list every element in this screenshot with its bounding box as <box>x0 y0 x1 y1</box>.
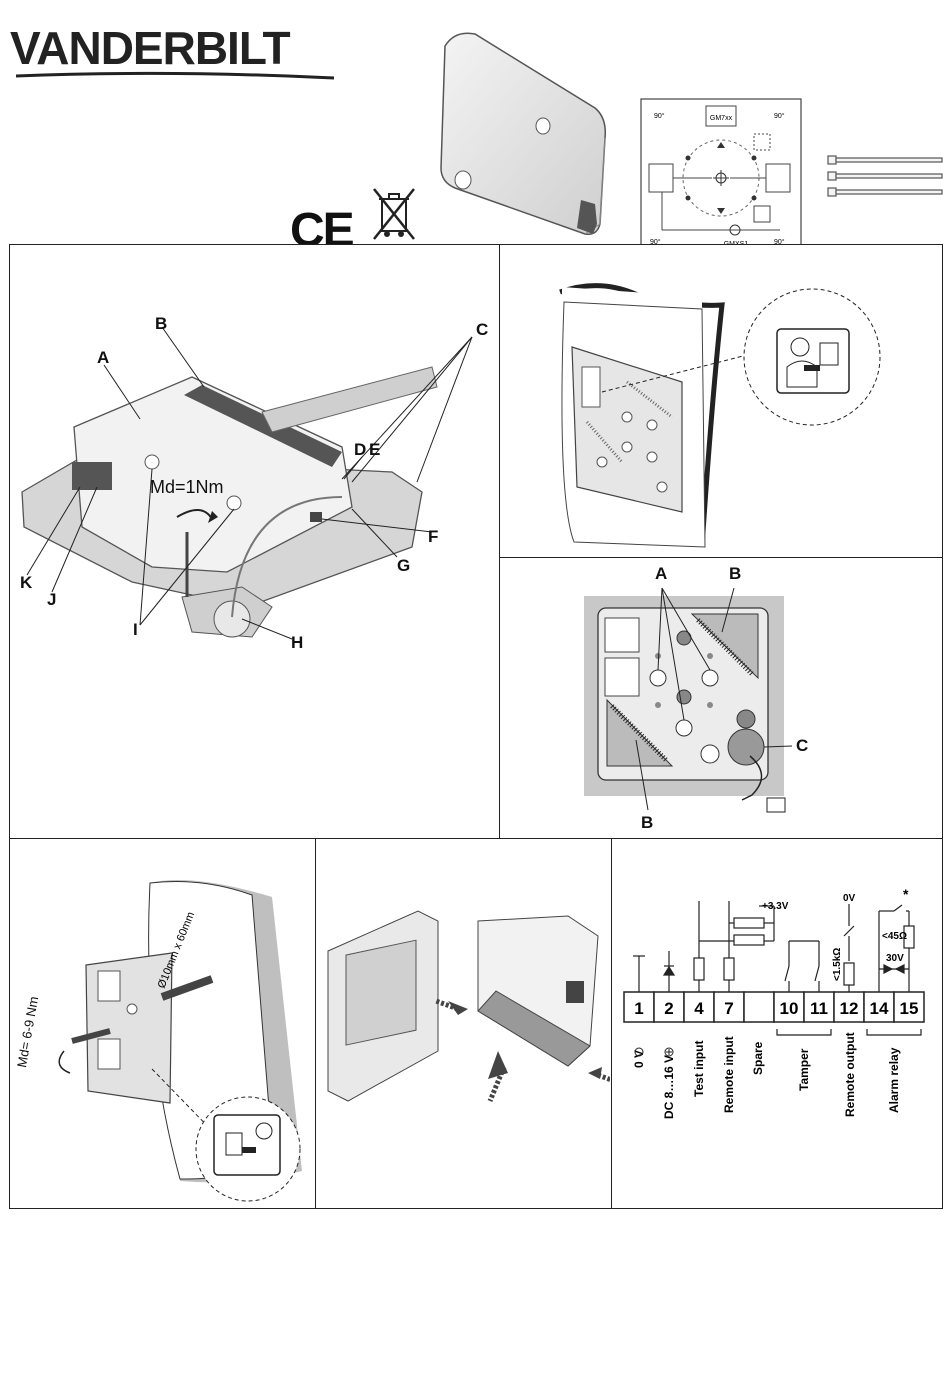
svg-text:Alarm relay: Alarm relay <box>887 1047 901 1113</box>
mounting-template-diagram: GM7xx GMXS1 90° 90° 90° 90° <box>640 98 802 256</box>
svg-text:30V: 30V <box>886 953 904 964</box>
housing-removal-drawing <box>318 841 610 1206</box>
svg-text:14: 14 <box>870 999 889 1018</box>
svg-text:<1.5kΩ: <1.5kΩ <box>832 948 843 981</box>
label-a-detail: A <box>655 564 667 584</box>
svg-text:12: 12 <box>840 999 859 1018</box>
svg-text:1: 1 <box>634 999 643 1018</box>
svg-text:+3.3V: +3.3V <box>762 901 789 912</box>
label-c: C <box>476 320 488 340</box>
label-b-detail-bottom: B <box>641 813 653 833</box>
label-h: H <box>291 633 303 653</box>
svg-text:GM7xx: GM7xx <box>710 115 733 122</box>
label-a: A <box>97 348 109 368</box>
svg-text:0 V: 0 V <box>632 1050 646 1068</box>
svg-text:<45Ω: <45Ω <box>882 931 907 942</box>
cable-ties-image <box>826 150 944 202</box>
exploded-view-drawing <box>12 247 498 837</box>
svg-text:Spare: Spare <box>751 1041 765 1075</box>
vanderbilt-logo: VANDERBILT <box>8 12 338 84</box>
label-g: G <box>397 556 410 576</box>
svg-text:VANDERBILT: VANDERBILT <box>10 22 291 74</box>
svg-text:*: * <box>903 886 909 902</box>
label-e: E <box>369 440 380 460</box>
svg-text:90°: 90° <box>774 112 785 120</box>
svg-text:Tamper: Tamper <box>797 1048 811 1091</box>
svg-text:15: 15 <box>900 999 919 1018</box>
drilling-drawing: Ø10mm x 60mm <box>12 841 314 1206</box>
label-d: D <box>354 440 366 460</box>
label-j: J <box>47 590 56 610</box>
svg-text:11: 11 <box>810 999 828 1018</box>
label-f: F <box>428 527 438 547</box>
svg-text:Test input: Test input <box>692 1041 706 1097</box>
torque-label: Md=1Nm <box>150 477 224 498</box>
svg-text:Remote output: Remote output <box>843 1032 857 1117</box>
label-c-detail: C <box>796 736 808 756</box>
svg-text:DC 8…16 V: DC 8…16 V <box>662 1055 676 1119</box>
label-k: K <box>20 573 32 593</box>
wiring-diagram: 1 2 4 7 10 11 12 14 15 <box>614 841 940 1206</box>
wall-plate-drawing <box>502 247 940 556</box>
plate-detail-drawing <box>502 560 940 837</box>
svg-text:7: 7 <box>724 999 733 1018</box>
svg-text:4: 4 <box>694 999 704 1018</box>
svg-text:10: 10 <box>780 999 799 1018</box>
svg-text:0V: 0V <box>843 893 856 904</box>
label-b: B <box>155 314 167 334</box>
svg-text:Remote input: Remote input <box>722 1036 736 1113</box>
svg-text:2: 2 <box>664 999 673 1018</box>
svg-text:90°: 90° <box>654 112 665 120</box>
label-i: I <box>133 620 138 640</box>
terminal-spare <box>744 992 774 1022</box>
detector-housing-image <box>435 28 615 240</box>
label-b-detail-top: B <box>729 564 741 584</box>
